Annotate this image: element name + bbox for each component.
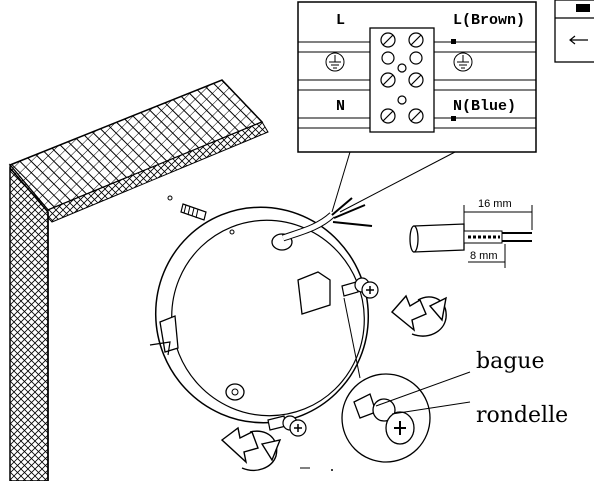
fixing-screw-lower [267, 415, 307, 437]
screw-hole-bottom [225, 383, 245, 401]
washer-rondelle [372, 398, 396, 422]
wall-surface [9, 165, 49, 481]
legend-box-cropped [554, 0, 594, 63]
callout-leader-rondelle [391, 401, 471, 415]
callout-bague: bague [476, 349, 544, 374]
terminal-block-detail: L N L(Brown) N(Blue) [297, 1, 537, 153]
screw-magnifier: bague rondelle [341, 297, 568, 463]
cable-sheath [413, 223, 465, 253]
label-live-brown: L(Brown) [453, 12, 525, 29]
supply-cable [281, 151, 456, 242]
rotate-arrow-lower-icon [220, 426, 282, 472]
leader-to-terminal-left [331, 151, 351, 213]
screw-hole-bottom-inner [231, 388, 239, 396]
dim-wire-strip: 8 mm [470, 250, 498, 262]
terminal-connector [369, 27, 435, 133]
dim-strip-length: 16 mm [478, 198, 512, 210]
notch-left [149, 341, 171, 356]
callout-leader-bague [375, 371, 471, 407]
earth-symbol-right [453, 52, 473, 72]
label-neutral-blue: N(Blue) [453, 98, 516, 115]
mounting-base [149, 206, 370, 424]
wall-corner [8, 79, 269, 481]
label-neutral-left: N [336, 98, 345, 115]
base-back-rim [154, 206, 370, 424]
wall-plug [167, 195, 207, 221]
arrow-left-icon [569, 35, 588, 45]
callout-rondelle: rondelle [476, 403, 568, 428]
fixing-screw-upper [341, 277, 379, 299]
cable-strip-detail: 16 mm 8 mm [409, 198, 533, 268]
clip-tab-right [297, 271, 331, 315]
small-hole [229, 229, 235, 235]
label-live-left: L [336, 12, 345, 29]
rotate-arrow-icon [390, 294, 447, 337]
leader-to-terminal-right [339, 151, 456, 213]
earth-symbol-left [325, 52, 345, 72]
